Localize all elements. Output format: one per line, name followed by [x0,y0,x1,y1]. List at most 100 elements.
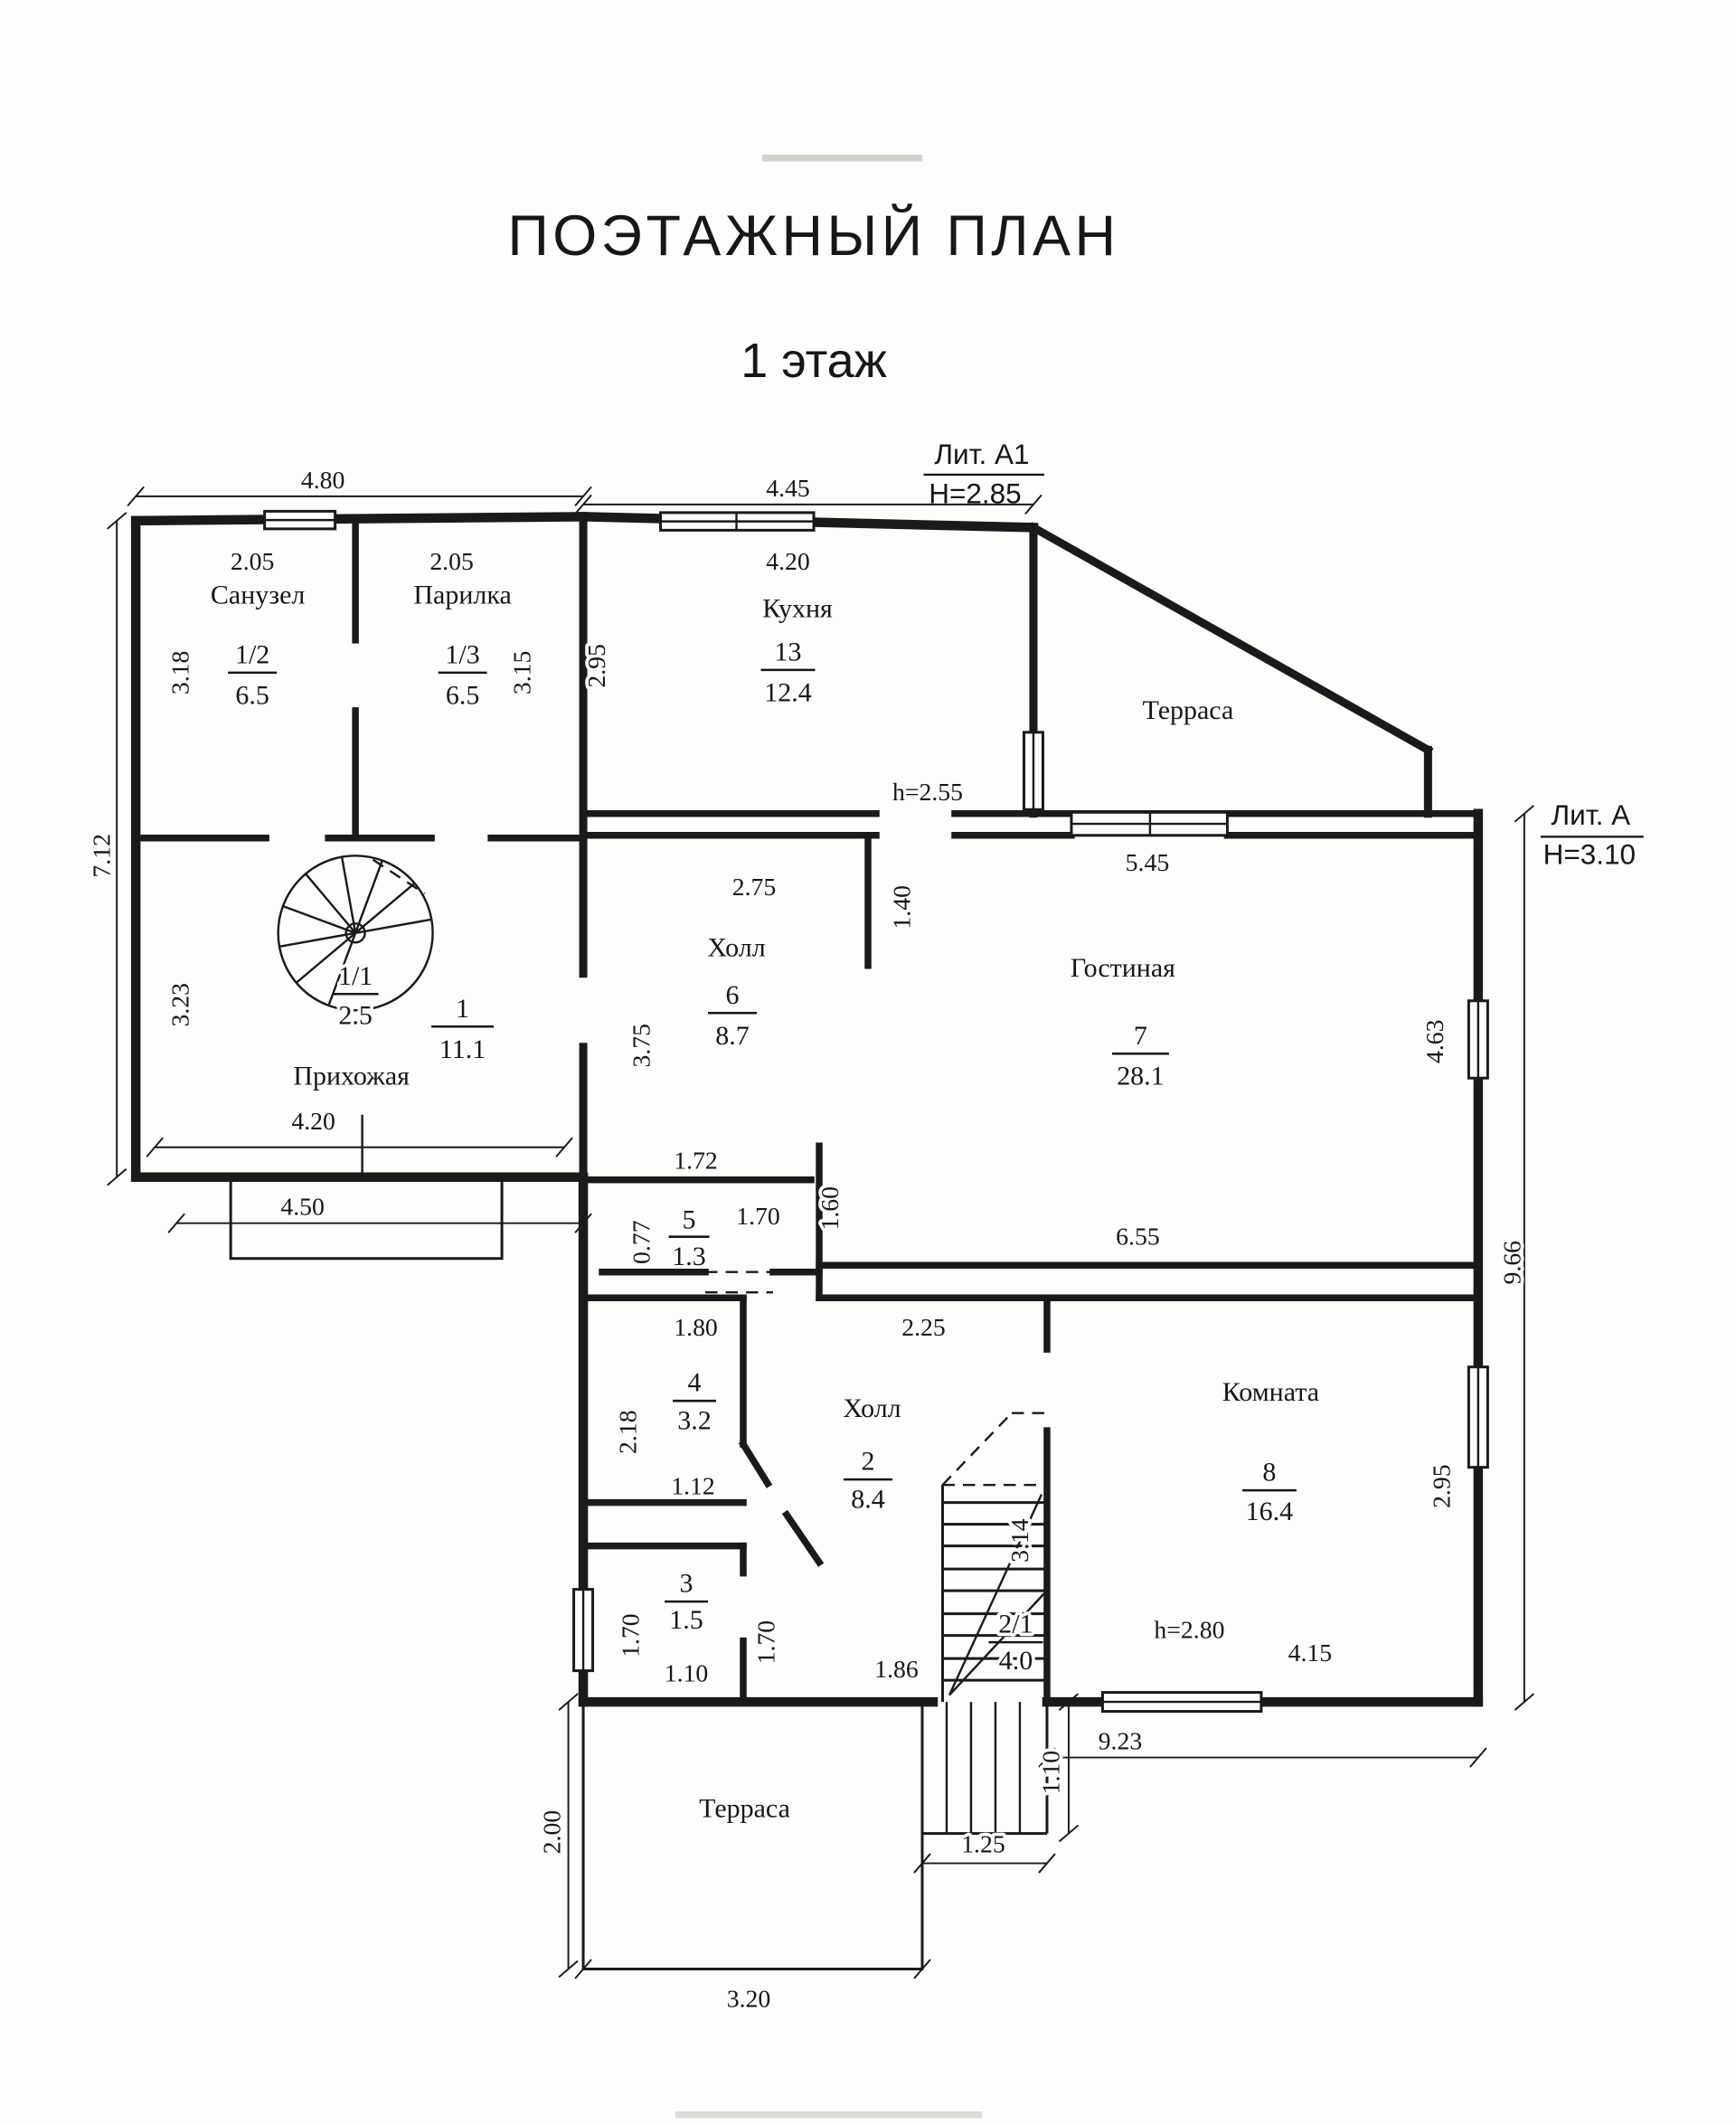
lit-a-label: Лит. А [1551,798,1630,831]
window-icon [263,509,337,531]
legend-lit-a1: Лит. А1 Н=2.85 [923,438,1044,509]
room-area: 16.4 [1246,1497,1293,1526]
room-number: 1/1 [338,961,373,991]
dashed-door [705,1270,774,1294]
room-number: 2/1 [998,1610,1033,1639]
lit-a1-label: Лит. А1 [934,438,1029,470]
room-label-komnata: Комната 8 16.4 h=2.80 [1151,1374,1323,1648]
room-area: 4.0 [999,1646,1033,1676]
lit-a-height: Н=3.10 [1543,837,1636,870]
room-name: Прихожая [293,1062,410,1091]
room-area: 12.4 [764,677,811,707]
dim-wall-stub2-h: 1.60 [816,1186,844,1231]
window-icon [659,511,816,532]
room-label-sanuzel: Санузел 1/2 6.5 [207,577,308,713]
dim-sanuzel-w: 2.05 [231,548,275,576]
room-label-stair-1: 1/1 2.5 [332,958,379,1034]
room-area: 3.2 [677,1406,711,1436]
room-number: 1 [456,994,469,1024]
window-icon [1070,810,1229,837]
room-area: 1.3 [672,1242,705,1271]
room-label-closet-5: 5 1.3 [668,1202,710,1275]
ceiling-height: h=2.55 [892,779,963,807]
room-number: 1/2 [235,639,269,669]
window-icon [1022,731,1044,811]
room-area: 6.5 [446,680,479,710]
dim-terrace2-w: 3.20 [727,1986,771,2014]
dim-bottom-w: 9.23 [1099,1728,1143,1756]
dim-sanuzel-h: 3.18 [167,651,195,695]
room-name: Санузел [211,580,305,609]
room-label-stair-21: 2/1 4.0 [988,1606,1043,1679]
terrace-bottom-outline [581,1702,924,1971]
dim-closet5-w: 1.72 [674,1148,718,1176]
room-area: 11.1 [439,1034,486,1064]
staircase-spiral [277,855,434,1012]
room-label-parilka: Парилка 1/3 6.5 [410,577,515,713]
dimension-lines [107,486,1534,1979]
room-number: 8 [1262,1458,1276,1488]
dimension-ticks [107,486,1534,1979]
room-number: 4 [688,1368,702,1398]
room-number: 1/3 [445,639,479,669]
room-label-entry: Прихожая 1 11.1 [290,990,495,1094]
scan-artifact-bottom [675,2111,982,2119]
dim-kitchen-h: 2.95 [583,644,611,688]
page-title: ПОЭТАЖНЫЙ ПЛАН [507,203,1119,268]
dim-living-bottom-w: 6.55 [1116,1223,1160,1251]
dim-living-top-w: 5.45 [1126,849,1170,877]
dim-terrace2-h: 2.00 [539,1810,567,1855]
room-label-living: Гостиная 7 28.1 [1067,949,1179,1094]
dim-stub-h: 1.40 [888,885,916,930]
dim-closet4-h: 2.18 [615,1410,643,1454]
room-label-closet-3: 3 1.5 [665,1565,709,1639]
page-subtitle: 1 этаж [741,334,887,388]
room-label-terrace-top: Терраса [1143,695,1234,725]
window-icon [1467,999,1489,1080]
room-name: Гостиная [1071,953,1175,983]
dim-living-h: 4.63 [1421,1019,1449,1063]
room-area: 6.5 [235,680,269,710]
entrance-steps [921,1702,1049,1836]
staircase-straight [940,1412,1047,1703]
dim-entry-left-h: 3.23 [167,983,195,1027]
dim-entry-w: 4.20 [291,1108,335,1136]
room-number: 2 [862,1447,875,1477]
dimension-texts: 4.80 4.45 2.05 2.05 4.20 3.18 3.15 2.95 … [85,463,1530,2016]
legend-lit-a: Лит. А Н=3.10 [1540,798,1644,870]
dim-steps-h: 1.10 [1037,1751,1065,1795]
room-label-hall-6: Холл 6 8.7 [704,930,769,1054]
dim-left-h: 7.12 [89,834,117,878]
dim-hall6-h: 3.75 [628,1024,656,1068]
dim-closet4-bottom-w: 1.12 [671,1473,715,1501]
window-icon [1467,1365,1489,1469]
window-icon [1100,1691,1263,1714]
dim-closet5-w2: 1.70 [736,1203,780,1231]
dim-closet5-h: 0.77 [628,1220,656,1264]
room-number: 3 [680,1569,693,1599]
room-number: 13 [775,637,802,666]
dim-kitchen-w: 4.20 [766,548,810,576]
dim-porch-w: 4.50 [280,1194,325,1222]
room-label-hall-2: Холл 2 8.4 [840,1390,905,1517]
dim-closet4-top-w: 1.80 [674,1314,718,1342]
room-number: 6 [726,980,740,1010]
dim-parilka-h: 3.15 [509,651,537,695]
dim-hall2-top-w: 2.25 [901,1314,946,1342]
room-label-kitchen: Кухня 13 12.4 h=2.55 [759,590,966,810]
room-area: 8.4 [851,1485,884,1515]
windows [263,509,1489,1714]
room-name: Холл [707,932,765,962]
dim-parilka-w: 2.05 [429,548,474,576]
scan-artifact-top [762,154,922,162]
dim-hall6-w: 2.75 [732,874,777,902]
room-number: 5 [683,1205,696,1235]
dim-stair-w: 1.86 [874,1656,919,1684]
dim-right-h: 9.66 [1498,1241,1526,1285]
room-name: Холл [843,1393,901,1423]
dim-closet3-w: 1.10 [665,1660,709,1688]
dim-room8-w: 4.15 [1288,1639,1333,1667]
window-icon [572,1588,595,1673]
